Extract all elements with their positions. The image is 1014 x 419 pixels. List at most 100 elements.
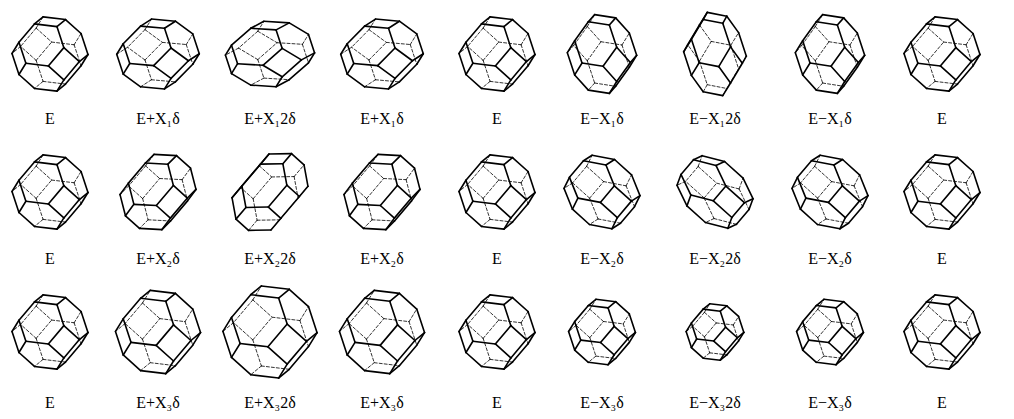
visible-edge: [123, 26, 140, 44]
polyhedron-figure: [904, 295, 980, 369]
visible-edge: [397, 185, 411, 198]
hidden-edge: [369, 42, 386, 60]
visible-edge: [739, 332, 744, 341]
hidden-edge: [926, 81, 935, 88]
visible-edge: [279, 298, 288, 324]
visible-edge: [398, 325, 415, 341]
visible-edge: [251, 28, 276, 30]
visible-edge: [232, 198, 236, 219]
visible-edge: [911, 75, 927, 89]
visible-edge: [115, 319, 123, 332]
visible-edge: [12, 331, 19, 352]
visible-edge: [691, 309, 703, 323]
visible-edge: [34, 24, 56, 27]
visible-edge: [816, 90, 837, 93]
visible-edge: [940, 344, 956, 358]
visible-edge: [528, 172, 535, 193]
visible-edge: [123, 63, 130, 74]
hidden-edge: [128, 47, 145, 60]
visible-edge: [845, 47, 859, 62]
hidden-edge: [521, 312, 528, 323]
visible-edge: [401, 156, 415, 169]
visible-edge: [837, 25, 844, 47]
visible-edge: [232, 295, 251, 318]
visible-edge: [829, 343, 843, 355]
visible-edge: [684, 39, 692, 52]
visible-edge: [473, 341, 495, 344]
visible-edge: [575, 22, 589, 41]
visible-edge: [193, 34, 200, 54]
visible-edge: [193, 54, 200, 65]
figure-label: E+X₂δ: [136, 250, 179, 268]
visible-edge: [727, 341, 739, 355]
visible-edge: [608, 302, 616, 308]
visible-edge: [380, 325, 397, 346]
visible-edge: [904, 191, 911, 212]
visible-edge: [806, 198, 828, 202]
visible-edge: [727, 16, 739, 32]
visible-edge: [166, 366, 176, 374]
polyhedron-figure: [677, 156, 753, 229]
hidden-edge: [928, 60, 935, 81]
visible-edge: [616, 18, 630, 33]
visible-edge: [511, 186, 527, 200]
visible-edge: [64, 326, 80, 340]
hidden-edge: [253, 300, 272, 317]
figure-label: E: [45, 110, 55, 128]
visible-edge: [459, 320, 466, 331]
visible-edge: [687, 195, 691, 206]
visible-edge: [973, 55, 980, 66]
hidden-edge: [410, 34, 417, 45]
visible-edge: [339, 331, 347, 355]
hidden-edge: [483, 180, 499, 198]
hidden-edge: [816, 356, 824, 362]
visible-edge: [686, 323, 691, 332]
visible-edge: [926, 366, 948, 369]
visible-edge: [803, 63, 810, 75]
hidden-edge: [815, 15, 822, 27]
figure-label: E−X₃δ: [580, 394, 623, 412]
visible-edge: [162, 218, 170, 229]
hidden-edge: [259, 166, 272, 177]
visible-edge: [19, 341, 26, 352]
visible-edge: [175, 64, 192, 82]
visible-edge: [369, 154, 378, 163]
visible-edge: [918, 341, 940, 344]
hidden-edge: [36, 306, 52, 320]
visible-edge: [57, 158, 66, 165]
hidden-edge: [926, 219, 935, 226]
hidden-edge: [148, 220, 170, 221]
figure-label: E+X₁δ: [136, 110, 179, 128]
visible-edge: [268, 324, 287, 347]
visible-edge: [703, 358, 720, 360]
visible-edge: [714, 327, 726, 341]
visible-edge: [940, 48, 956, 66]
visible-edge: [588, 90, 609, 93]
hidden-edge: [699, 41, 711, 61]
visible-edge: [820, 155, 842, 159]
visible-edge: [399, 21, 416, 34]
visible-edge: [156, 345, 173, 361]
visible-edge: [949, 27, 956, 48]
visible-edge: [34, 295, 43, 302]
hidden-edge: [481, 359, 490, 366]
visible-edge: [344, 195, 349, 216]
visible-edge: [473, 63, 495, 66]
visible-edge: [809, 340, 829, 342]
visible-edge: [141, 290, 151, 298]
visible-edge: [569, 332, 575, 351]
visible-edge: [225, 45, 231, 55]
hidden-edge: [590, 182, 604, 199]
hidden-edge: [587, 166, 604, 181]
visible-edge: [26, 63, 48, 66]
hidden-edge: [815, 42, 829, 61]
visible-edge: [123, 298, 140, 319]
figure-label: E−X₂2δ: [689, 250, 740, 268]
visible-edge: [166, 293, 176, 301]
visible-edge: [621, 207, 635, 224]
hidden-edge: [409, 309, 417, 322]
visible-edge: [34, 162, 56, 165]
visible-edge: [629, 33, 636, 55]
visible-edge: [575, 63, 582, 75]
visible-edge: [606, 160, 615, 166]
